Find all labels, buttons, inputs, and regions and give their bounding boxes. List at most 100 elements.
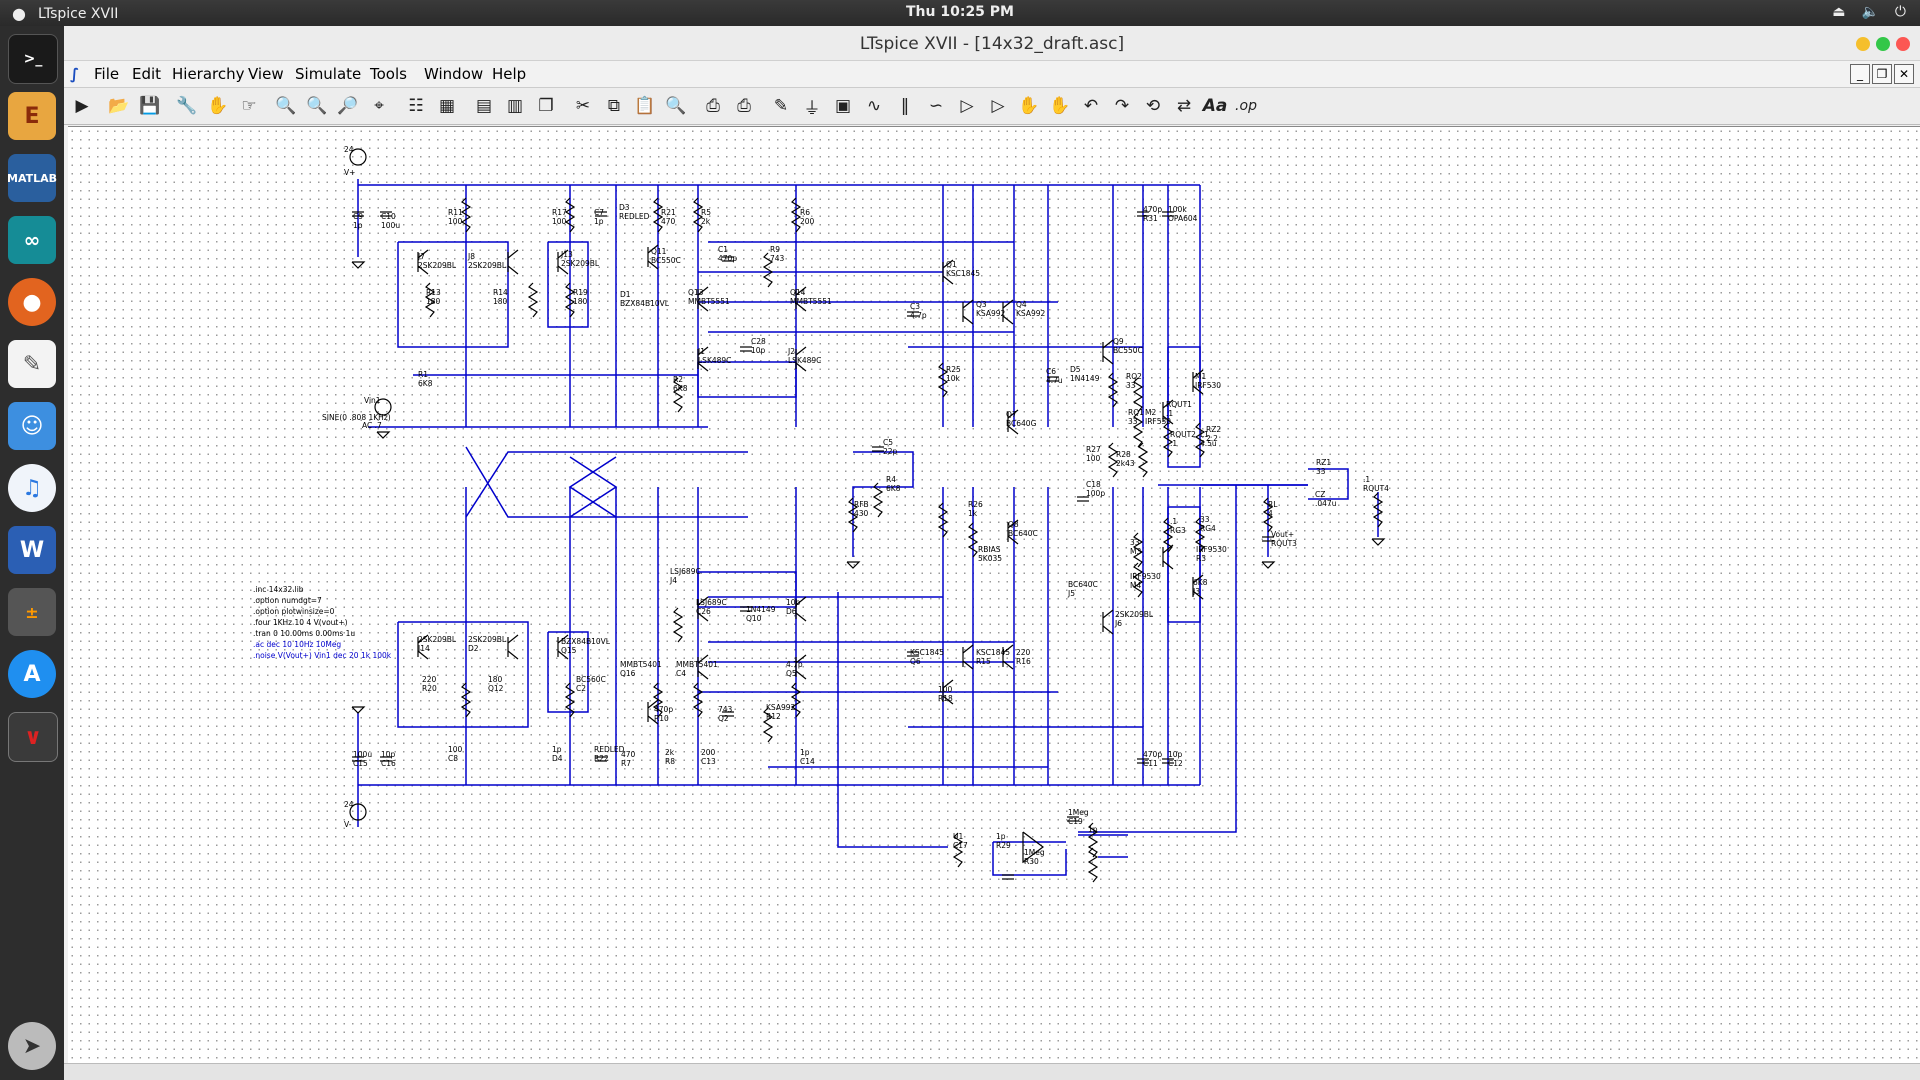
text-icon[interactable]: Aa <box>1202 96 1228 116</box>
cascade-icon[interactable]: ❐ <box>538 96 554 116</box>
transistor-emitter[interactable] <box>507 265 519 275</box>
resistor-symbol[interactable] <box>1137 442 1149 478</box>
resistor-icon[interactable]: ∿ <box>866 96 882 116</box>
resistor-symbol[interactable] <box>872 482 884 518</box>
transistor-collector[interactable] <box>417 634 429 644</box>
redo-icon[interactable]: ↷ <box>1114 96 1130 116</box>
drag-icon[interactable]: ✋ <box>1049 96 1071 116</box>
menu-window[interactable]: Window <box>424 65 484 83</box>
mdi-restore-button[interactable]: ❐ <box>1872 64 1892 84</box>
transistor-collector[interactable] <box>647 244 659 254</box>
wire-38[interactable] <box>569 456 618 518</box>
menu-view[interactable]: View <box>248 65 284 83</box>
resistor-symbol[interactable] <box>1372 492 1384 528</box>
transistor-collector[interactable] <box>962 299 974 309</box>
ground-symbol[interactable] <box>351 261 366 269</box>
transistor-emitter[interactable] <box>697 670 709 680</box>
wire-59[interactable] <box>837 592 948 848</box>
resistor-symbol[interactable] <box>672 607 684 643</box>
transistor-collector[interactable] <box>795 654 807 664</box>
transistor-collector[interactable] <box>1002 299 1014 309</box>
open-icon[interactable]: 📂 <box>108 96 130 116</box>
transistor-collector[interactable] <box>557 249 569 259</box>
transistor-emitter[interactable] <box>1192 385 1204 395</box>
grid-icon[interactable]: ▦ <box>438 96 456 116</box>
transistor-collector[interactable] <box>1102 339 1114 349</box>
zoom-in-icon[interactable]: 🔍 <box>275 96 297 116</box>
calculator-icon[interactable]: ± <box>8 588 56 636</box>
transistor-collector[interactable] <box>1162 544 1174 554</box>
transistor-collector[interactable] <box>795 286 807 296</box>
resistor-symbol[interactable] <box>424 282 436 318</box>
mirror-icon[interactable]: ⇄ <box>1176 96 1192 116</box>
capacitor-icon[interactable]: ‖ <box>900 96 910 116</box>
transistor-collector[interactable] <box>697 346 709 356</box>
control-panel-icon[interactable]: 🔧 <box>176 96 198 116</box>
wire-32[interactable] <box>697 361 797 398</box>
wire-58[interactable] <box>1078 485 1237 833</box>
transistor-emitter[interactable] <box>417 650 429 660</box>
wire-icon[interactable]: ✎ <box>773 96 789 116</box>
spice-directive[interactable]: .four 1KHz 10 4 V(vout+) <box>253 618 348 627</box>
voltage-source-symbol[interactable] <box>349 148 367 166</box>
hand-icon[interactable]: ☞ <box>241 96 257 116</box>
resistor-symbol[interactable] <box>937 502 949 538</box>
menu-file[interactable]: File <box>94 65 120 83</box>
wire-61[interactable] <box>992 842 1067 876</box>
resistor-symbol[interactable] <box>762 707 774 743</box>
wire-35[interactable] <box>1167 506 1201 623</box>
transistor-collector[interactable] <box>417 249 429 259</box>
autorange-icon[interactable]: ☷ <box>408 96 424 116</box>
transistor-emitter[interactable] <box>1162 560 1174 570</box>
menu-simulate[interactable]: Simulate <box>295 65 362 83</box>
wire-36[interactable] <box>465 446 748 518</box>
copy-icon[interactable]: ⧉ <box>607 96 621 116</box>
resistor-symbol[interactable] <box>460 682 472 718</box>
menu-help[interactable]: Help <box>492 65 527 83</box>
resistor-symbol[interactable] <box>1132 532 1144 568</box>
transistor-collector[interactable] <box>697 596 709 606</box>
wire-29[interactable] <box>547 241 589 328</box>
transistor-emitter[interactable] <box>697 362 709 372</box>
power-icon[interactable]: ⏻ <box>1894 4 1906 20</box>
rotate-icon[interactable]: ⟲ <box>1145 96 1161 116</box>
label-icon[interactable]: ▣ <box>834 96 852 116</box>
spice-directive-icon[interactable]: .op <box>1235 98 1257 114</box>
transistor-emitter[interactable] <box>557 650 569 660</box>
wire-39[interactable] <box>568 456 617 518</box>
transistor-collector[interactable] <box>962 644 974 654</box>
resistor-symbol[interactable] <box>460 197 472 233</box>
transistor-emitter[interactable] <box>507 650 519 660</box>
transistor-emitter[interactable] <box>795 612 807 622</box>
transistor-collector[interactable] <box>1192 574 1204 584</box>
transistor-emitter[interactable] <box>795 302 807 312</box>
transistor-emitter[interactable] <box>942 695 954 705</box>
menu-tools[interactable]: Tools <box>370 65 407 83</box>
transistor-collector[interactable] <box>795 596 807 606</box>
transistor-collector[interactable] <box>942 259 954 269</box>
undo-icon[interactable]: ↶ <box>1083 96 1099 116</box>
print-icon[interactable]: ⎙ <box>706 96 720 116</box>
voltage-source-symbol[interactable] <box>349 803 367 821</box>
paste-icon[interactable]: 📋 <box>634 96 656 116</box>
resistor-symbol[interactable] <box>1194 517 1206 553</box>
menu-edit[interactable]: Edit <box>132 65 162 83</box>
transistor-emitter[interactable] <box>647 715 659 725</box>
text-editor-icon[interactable]: ✎ <box>8 340 56 388</box>
resistor-symbol[interactable] <box>952 832 964 868</box>
resistor-symbol[interactable] <box>1087 847 1099 883</box>
transistor-collector[interactable] <box>1192 369 1204 379</box>
arduino-icon[interactable]: ∞ <box>8 216 56 264</box>
resistor-symbol[interactable] <box>762 252 774 288</box>
transistor-emitter[interactable] <box>795 362 807 372</box>
word-icon[interactable]: W <box>8 526 56 574</box>
transistor-collector[interactable] <box>1007 519 1019 529</box>
spice-directive[interactable]: .inc 14x32.lib <box>253 585 304 594</box>
transistor-collector[interactable] <box>1007 409 1019 419</box>
close-button[interactable] <box>1896 37 1910 51</box>
transistor-collector[interactable] <box>942 679 954 689</box>
zoom-fit-icon[interactable]: ⌖ <box>374 96 384 116</box>
wire-28[interactable] <box>397 241 509 348</box>
resistor-symbol[interactable] <box>564 282 576 318</box>
run-icon[interactable]: ▶ <box>75 96 89 116</box>
